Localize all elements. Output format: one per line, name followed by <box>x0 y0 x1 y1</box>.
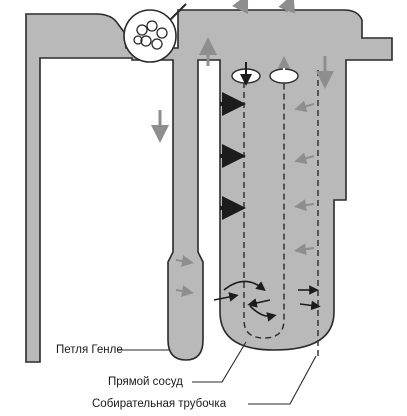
nephron-tubule <box>25 9 393 363</box>
afferent-arteriole <box>169 3 187 21</box>
vasa-recta-vessel <box>243 82 285 339</box>
label-henle-loop: Петля Генле <box>56 344 123 356</box>
flow-arrows <box>151 0 334 143</box>
label-collecting-duct: Собирательная трубочка <box>92 398 227 410</box>
water-arrows <box>175 100 315 297</box>
dark-arrows <box>220 92 246 220</box>
leader-duct <box>248 355 317 405</box>
bowman-capsule <box>123 9 177 63</box>
glomerulus <box>133 20 168 50</box>
label-vasa-recta: Прямой сосуд <box>108 376 183 388</box>
loop-arrows <box>213 280 321 322</box>
leader-vasa <box>192 341 247 383</box>
